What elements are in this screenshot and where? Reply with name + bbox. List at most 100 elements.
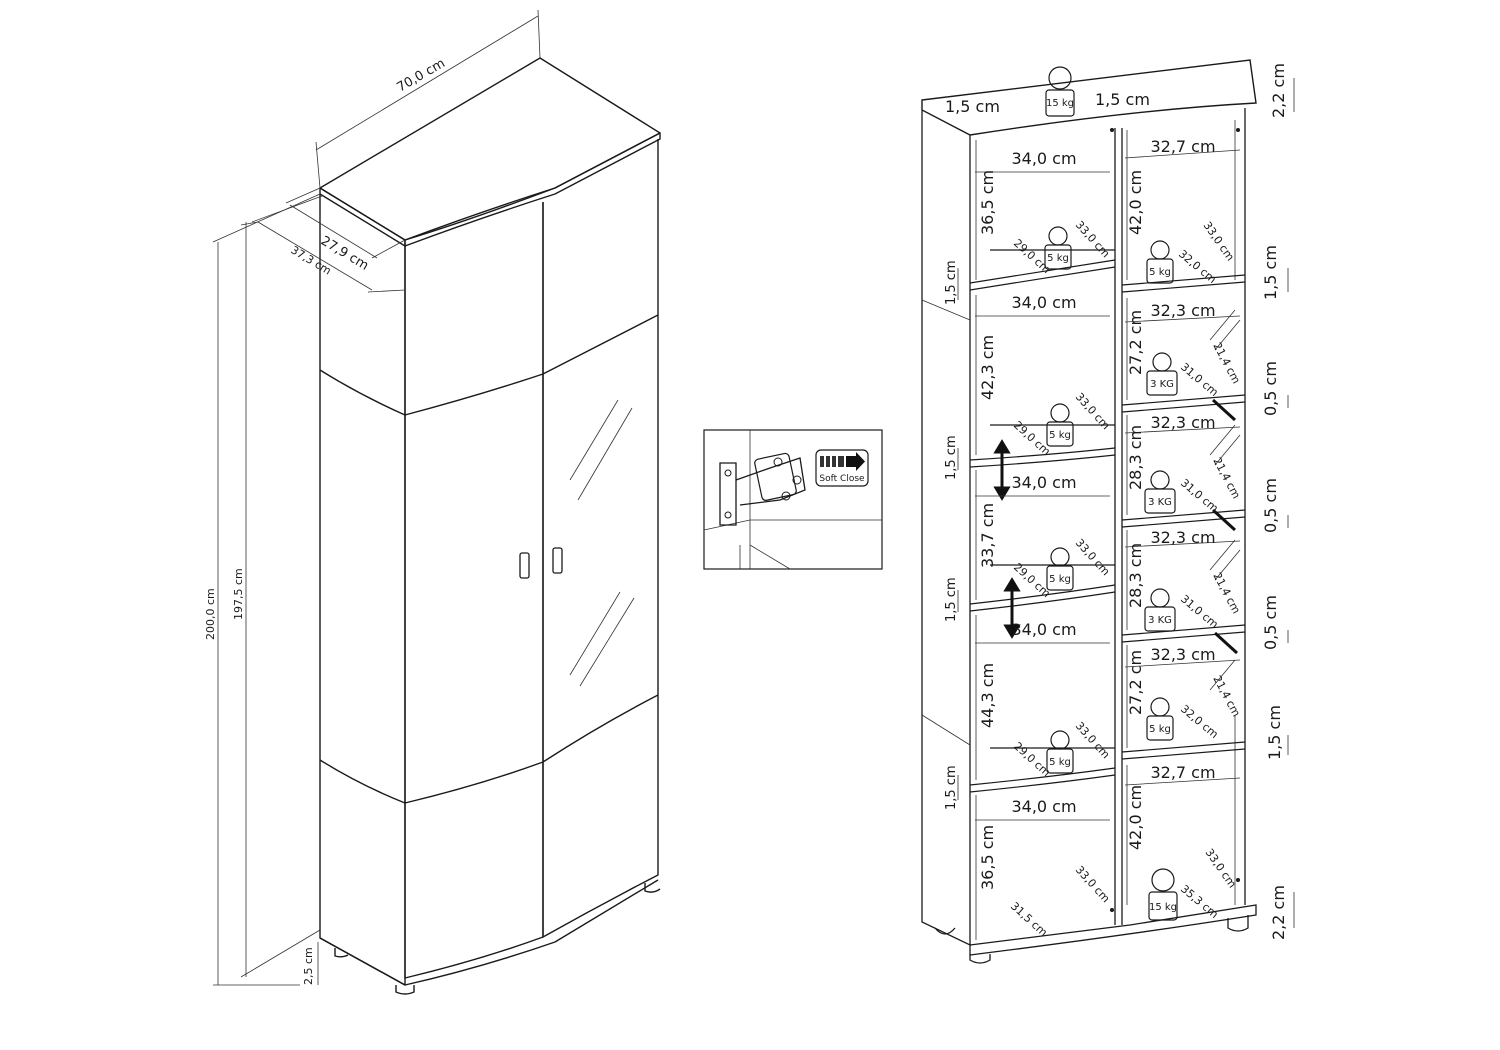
weight-icon: 15 kg — [1045, 66, 1075, 117]
weight-icon: 3 KG — [1144, 588, 1176, 632]
interior-feet — [934, 915, 1249, 964]
middle-right-glass-door — [542, 315, 659, 763]
weight-icon: 15 kg — [1148, 868, 1178, 921]
left-depth-front-label: 31,5 cm — [1008, 900, 1050, 940]
right-load-label: 5 kg — [1149, 267, 1171, 278]
exterior-dimension-lines — [212, 9, 541, 986]
left-height-label: 36,5 cm — [978, 170, 997, 235]
right-width-label: 32,7 cm — [1150, 137, 1215, 156]
cabinet-interior-view — [921, 59, 1257, 964]
left-shelf-thickness-label: 1,5 cm — [944, 577, 959, 622]
weight-icon: 5 kg — [1146, 240, 1174, 284]
right-width-label: 32,3 cm — [1150, 528, 1215, 547]
top-thickness-right-label: 1,5 cm — [1095, 90, 1150, 109]
lower-side-seam — [319, 759, 406, 804]
right-width-label: 32,3 cm — [1150, 645, 1215, 664]
right-door-handle — [552, 547, 563, 574]
right-gap-label: 1,5 cm — [1261, 245, 1280, 300]
hinge-arm — [735, 457, 806, 506]
weight-icon: 5 kg — [1046, 547, 1074, 591]
right-gap-label: 0,5 cm — [1261, 595, 1280, 650]
soft-close-label: Soft Close — [819, 474, 865, 484]
left-width-label: 34,0 cm — [1011, 293, 1076, 312]
cabinet-top-surface — [319, 57, 661, 241]
upper-side-seam — [319, 369, 406, 416]
weight-icon: 3 KG — [1144, 470, 1176, 514]
left-height-label: 36,5 cm — [978, 825, 997, 890]
left-load-label: 5 kg — [1049, 757, 1071, 768]
right-height-label: 27,2 cm — [1126, 310, 1145, 375]
left-shelf-thickness-label: 1,5 cm — [944, 765, 959, 810]
left-depth-back-label: 33,0 cm — [1073, 863, 1113, 905]
left-foot — [334, 948, 349, 958]
right-shelf-depth-label: 32,0 cm — [1178, 702, 1221, 741]
right-gap-label: 1,5 cm — [1265, 705, 1284, 760]
adjustable-shelf-arrows — [993, 398, 1239, 655]
center-divider — [1114, 128, 1123, 925]
right-gap-label: 0,5 cm — [1261, 361, 1280, 416]
cabinet-left-side — [319, 194, 406, 986]
right-shelf-depth-label: 31,0 cm — [1178, 360, 1221, 399]
right-width-label: 32,3 cm — [1150, 413, 1215, 432]
upper-right-door — [542, 139, 659, 375]
right-shelf-depth-label: 31,0 cm — [1178, 476, 1221, 515]
left-shelf-thickness-label: 1,5 cm — [944, 260, 959, 305]
front-foot — [395, 985, 415, 995]
right-shelf-depth-label: 31,0 cm — [1178, 592, 1221, 631]
lower-right-door — [542, 695, 659, 938]
left-door-handle — [519, 552, 530, 579]
hinge-detail-box: Soft Close — [703, 429, 883, 570]
glass-depth-label: 21,4 cm — [1210, 673, 1242, 719]
total-height-label: 200,0 cm — [204, 588, 217, 640]
left-shelf-thickness-label: 1,5 cm — [944, 435, 959, 480]
top-board-label: 2,2 cm — [1269, 63, 1288, 118]
right-load-label: 3 KG — [1148, 497, 1172, 508]
left-load-label: 5 kg — [1049, 574, 1071, 585]
middle-left-door — [404, 374, 544, 804]
cabinet-exterior-view — [319, 57, 661, 995]
foot-height-label: 2,5 cm — [302, 947, 315, 985]
glass-depth-label: 21,4 cm — [1210, 340, 1242, 386]
glass-depth-label: 21,4 cm — [1210, 455, 1242, 501]
weight-icon: 5 kg — [1044, 226, 1072, 270]
glass-depth-label: 21,4 cm — [1210, 570, 1242, 616]
left-height-label: 42,3 cm — [978, 335, 997, 400]
left-width-label: 34,0 cm — [1011, 620, 1076, 639]
left-depth-back-label: 33,0 cm — [1073, 536, 1113, 578]
weight-icon: 5 kg — [1046, 403, 1074, 447]
right-height-label: 42,0 cm — [1126, 785, 1145, 850]
right-depth-back-label: 33,0 cm — [1201, 219, 1237, 263]
right-height-label: 42,0 cm — [1126, 170, 1145, 235]
left-shelves — [921, 249, 1257, 956]
weight-icon: 3 KG — [1146, 352, 1178, 396]
right-load-label: 3 KG — [1148, 615, 1172, 626]
upper-left-door — [404, 202, 544, 416]
arrow-right-icon — [820, 452, 865, 471]
glass-reflection-marks — [569, 399, 635, 687]
right-foot — [644, 883, 661, 893]
shelf-pegs — [1110, 128, 1240, 912]
hinge-mount-plate — [719, 462, 737, 526]
interior-left-side — [921, 110, 971, 947]
interior-top-board — [921, 59, 1257, 136]
left-depth-back-label: 33,0 cm — [1073, 390, 1113, 432]
left-height-label: 44,3 cm — [978, 663, 997, 728]
bottom-load-label: 15 kg — [1149, 902, 1177, 913]
right-gap-label: 0,5 cm — [1261, 478, 1280, 533]
left-depth-back-label: 33,0 cm — [1073, 719, 1113, 761]
lower-left-door — [404, 762, 544, 979]
cabinet-top-front-edge — [404, 132, 661, 247]
top-thickness-left-label: 1,5 cm — [945, 97, 1000, 116]
left-width-label: 34,0 cm — [1011, 473, 1076, 492]
left-width-label: 34,0 cm — [1011, 149, 1076, 168]
right-height-label: 28,3 cm — [1126, 543, 1145, 608]
right-height-label: 28,3 cm — [1126, 425, 1145, 490]
right-load-label: 5 kg — [1149, 724, 1171, 735]
left-load-label: 5 kg — [1047, 253, 1069, 264]
left-load-label: 5 kg — [1049, 430, 1071, 441]
left-depth-back-label: 33,0 cm — [1073, 218, 1113, 260]
left-width-label: 34,0 cm — [1011, 797, 1076, 816]
right-height-label: 27,2 cm — [1126, 650, 1145, 715]
bottom-board-label: 2,2 cm — [1269, 885, 1288, 940]
